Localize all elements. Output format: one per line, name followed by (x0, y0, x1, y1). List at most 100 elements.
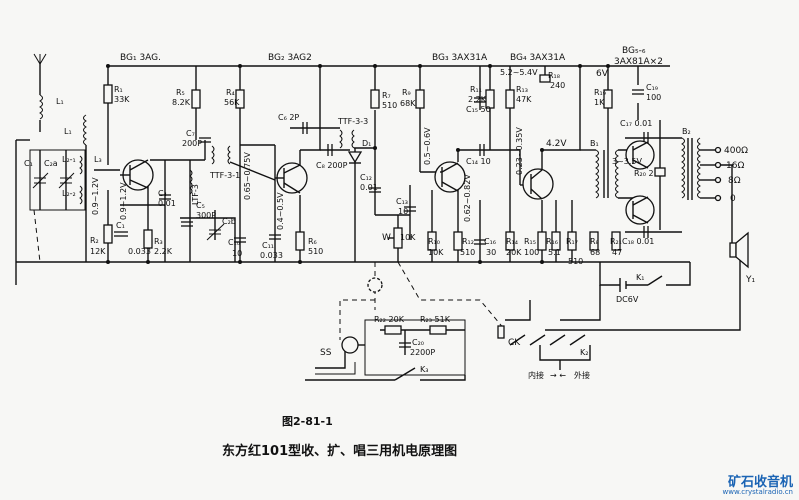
label-r14v: 20K (506, 248, 522, 257)
label-r5v: 8.2K (172, 98, 191, 107)
pickup-ss (341, 336, 359, 354)
label-c3v: 0.033 (128, 247, 151, 256)
label-dc6v: DC6V (616, 295, 639, 304)
label-b1: B₁ (590, 139, 599, 148)
label-bg3: BG₃ 3AX31A (432, 53, 488, 63)
label-k3: K₃ (420, 365, 428, 374)
label-c11: C₁₁ (262, 241, 274, 250)
label-l1b: L₁ (64, 127, 72, 136)
resistor-r4 (235, 89, 245, 109)
label-r16: R₁₆ (546, 237, 558, 246)
resistor-r22 (384, 325, 402, 335)
label-r11: R₁₁ (470, 85, 482, 94)
resistor-r10 (427, 231, 437, 251)
label-c16: C₁₆ (484, 237, 496, 246)
label-r18v: 240 (550, 81, 565, 90)
label-r7v: 510 (382, 101, 397, 110)
resistor-r21 (611, 231, 621, 251)
label-r19v: 1K (594, 98, 605, 107)
label-l22: L₂-₂ (62, 189, 76, 198)
label-v6: 6V (596, 69, 609, 79)
label-r8v: 68 (590, 248, 600, 257)
label-c6: C₆ 2P (278, 113, 299, 122)
jack-400 (714, 146, 722, 154)
label-c4: C₄ (158, 189, 167, 198)
label-c2b: C₂b (222, 217, 236, 226)
label-k2: K₂ (580, 348, 588, 357)
label-c10v: 10 (232, 249, 242, 258)
label-l21: L₂-₁ (62, 155, 76, 164)
label-v-bg2a: 0.65~0.75V (243, 152, 252, 200)
label-tap8: 8Ω (728, 176, 741, 186)
figure-title: 东方红101型收、扩、唱三用机电原理图 (222, 443, 457, 459)
jack-16 (714, 161, 722, 169)
resistor-r8 (589, 231, 599, 251)
label-c15: C₁₅ 50 (466, 105, 491, 114)
label-ss: SS (320, 348, 332, 358)
label-ck: CK (508, 338, 521, 348)
diode-d1 (347, 151, 363, 164)
label-r23: R₂₃ 51K (420, 315, 451, 324)
resistor-r17 (567, 231, 577, 251)
resistor-r13 (505, 89, 515, 109)
label-c5v: 300P (196, 211, 216, 220)
label-ltf3: LTF-3 (191, 184, 200, 205)
jack-ck (497, 325, 505, 339)
label-v-bg1b: 0.9~1.2V (119, 182, 128, 220)
resistor-r16 (551, 231, 561, 251)
resistor-r5 (191, 89, 201, 109)
label-b2: B₂ (682, 127, 691, 136)
label-c19v: 100 (646, 93, 661, 102)
label-r5: R₅ (176, 88, 185, 97)
resistor-r2 (103, 224, 113, 244)
label-r2: R₂ (90, 236, 99, 245)
label-r10v: 10K (428, 248, 444, 257)
label-bg2: BG₂ 3AG2 (268, 53, 312, 63)
resistor-r15 (537, 231, 547, 251)
label-ttf33: TTF-3-3 (337, 117, 368, 126)
label-r11v: 2.2K (468, 95, 487, 104)
label-r3v: 2.2K (154, 247, 173, 256)
label-r15: R₁₅ (524, 237, 536, 246)
label-c13v: 10 (398, 207, 408, 216)
label-v-bg56: 3~3.5V (612, 157, 643, 166)
transistor-bg3 (434, 161, 466, 193)
transistors (120, 140, 655, 225)
resistor-r3 (143, 229, 153, 249)
label-l1: L₁ (56, 97, 64, 106)
label-v-bg4a: 5.2~5.4V (500, 68, 538, 77)
resistor-r19 (603, 89, 613, 109)
resistor-r6 (295, 231, 305, 251)
label-r8: R₈ (590, 237, 599, 246)
label-c1b: C₁ (116, 221, 125, 230)
watermark-name: 矿石收音机 (727, 475, 793, 490)
label-c16v: 30 (486, 248, 496, 257)
label-r22: R₂₂ 20K (374, 315, 405, 324)
label-c19: C₁₉ (646, 83, 658, 92)
label-c7v: 200P (182, 139, 202, 148)
resistor-r18 (539, 74, 551, 83)
label-c4v: 0.01 (158, 199, 176, 208)
label-arrows: → ← (550, 371, 566, 380)
label-tap0: 0 (730, 194, 736, 204)
speaker-y1 (729, 242, 737, 258)
label-r13v: 47K (516, 95, 532, 104)
labels: BG₁ 3AG. BG₂ 3AG2 BG₃ 3AX31A BG₄ 3AX31A … (24, 46, 755, 459)
label-l3: L₃ (94, 155, 102, 164)
label-r21v: 47 (612, 248, 622, 257)
label-v-bg4b: 0.23~0.35V (515, 127, 524, 175)
resistor-r1 (103, 84, 113, 104)
label-r7: R₇ (382, 91, 391, 100)
label-r1: R₁ (114, 85, 123, 94)
label-y1: Y₁ (745, 275, 755, 285)
label-bg1: BG₁ 3AG. (120, 53, 161, 63)
label-bg56-type: 3AX81A×2 (614, 57, 663, 67)
label-r17: R₁₇ (566, 237, 578, 246)
label-d1: D₁ (362, 139, 371, 148)
resistor-r9 (415, 89, 425, 109)
label-r4v: 56K (224, 98, 240, 107)
label-r12: R₁₂ (462, 237, 474, 246)
label-r9: R₉ (402, 88, 411, 97)
label-c12: C₁₂ (360, 173, 372, 182)
label-v-bg3b: 0.62~0.82V (463, 174, 472, 222)
